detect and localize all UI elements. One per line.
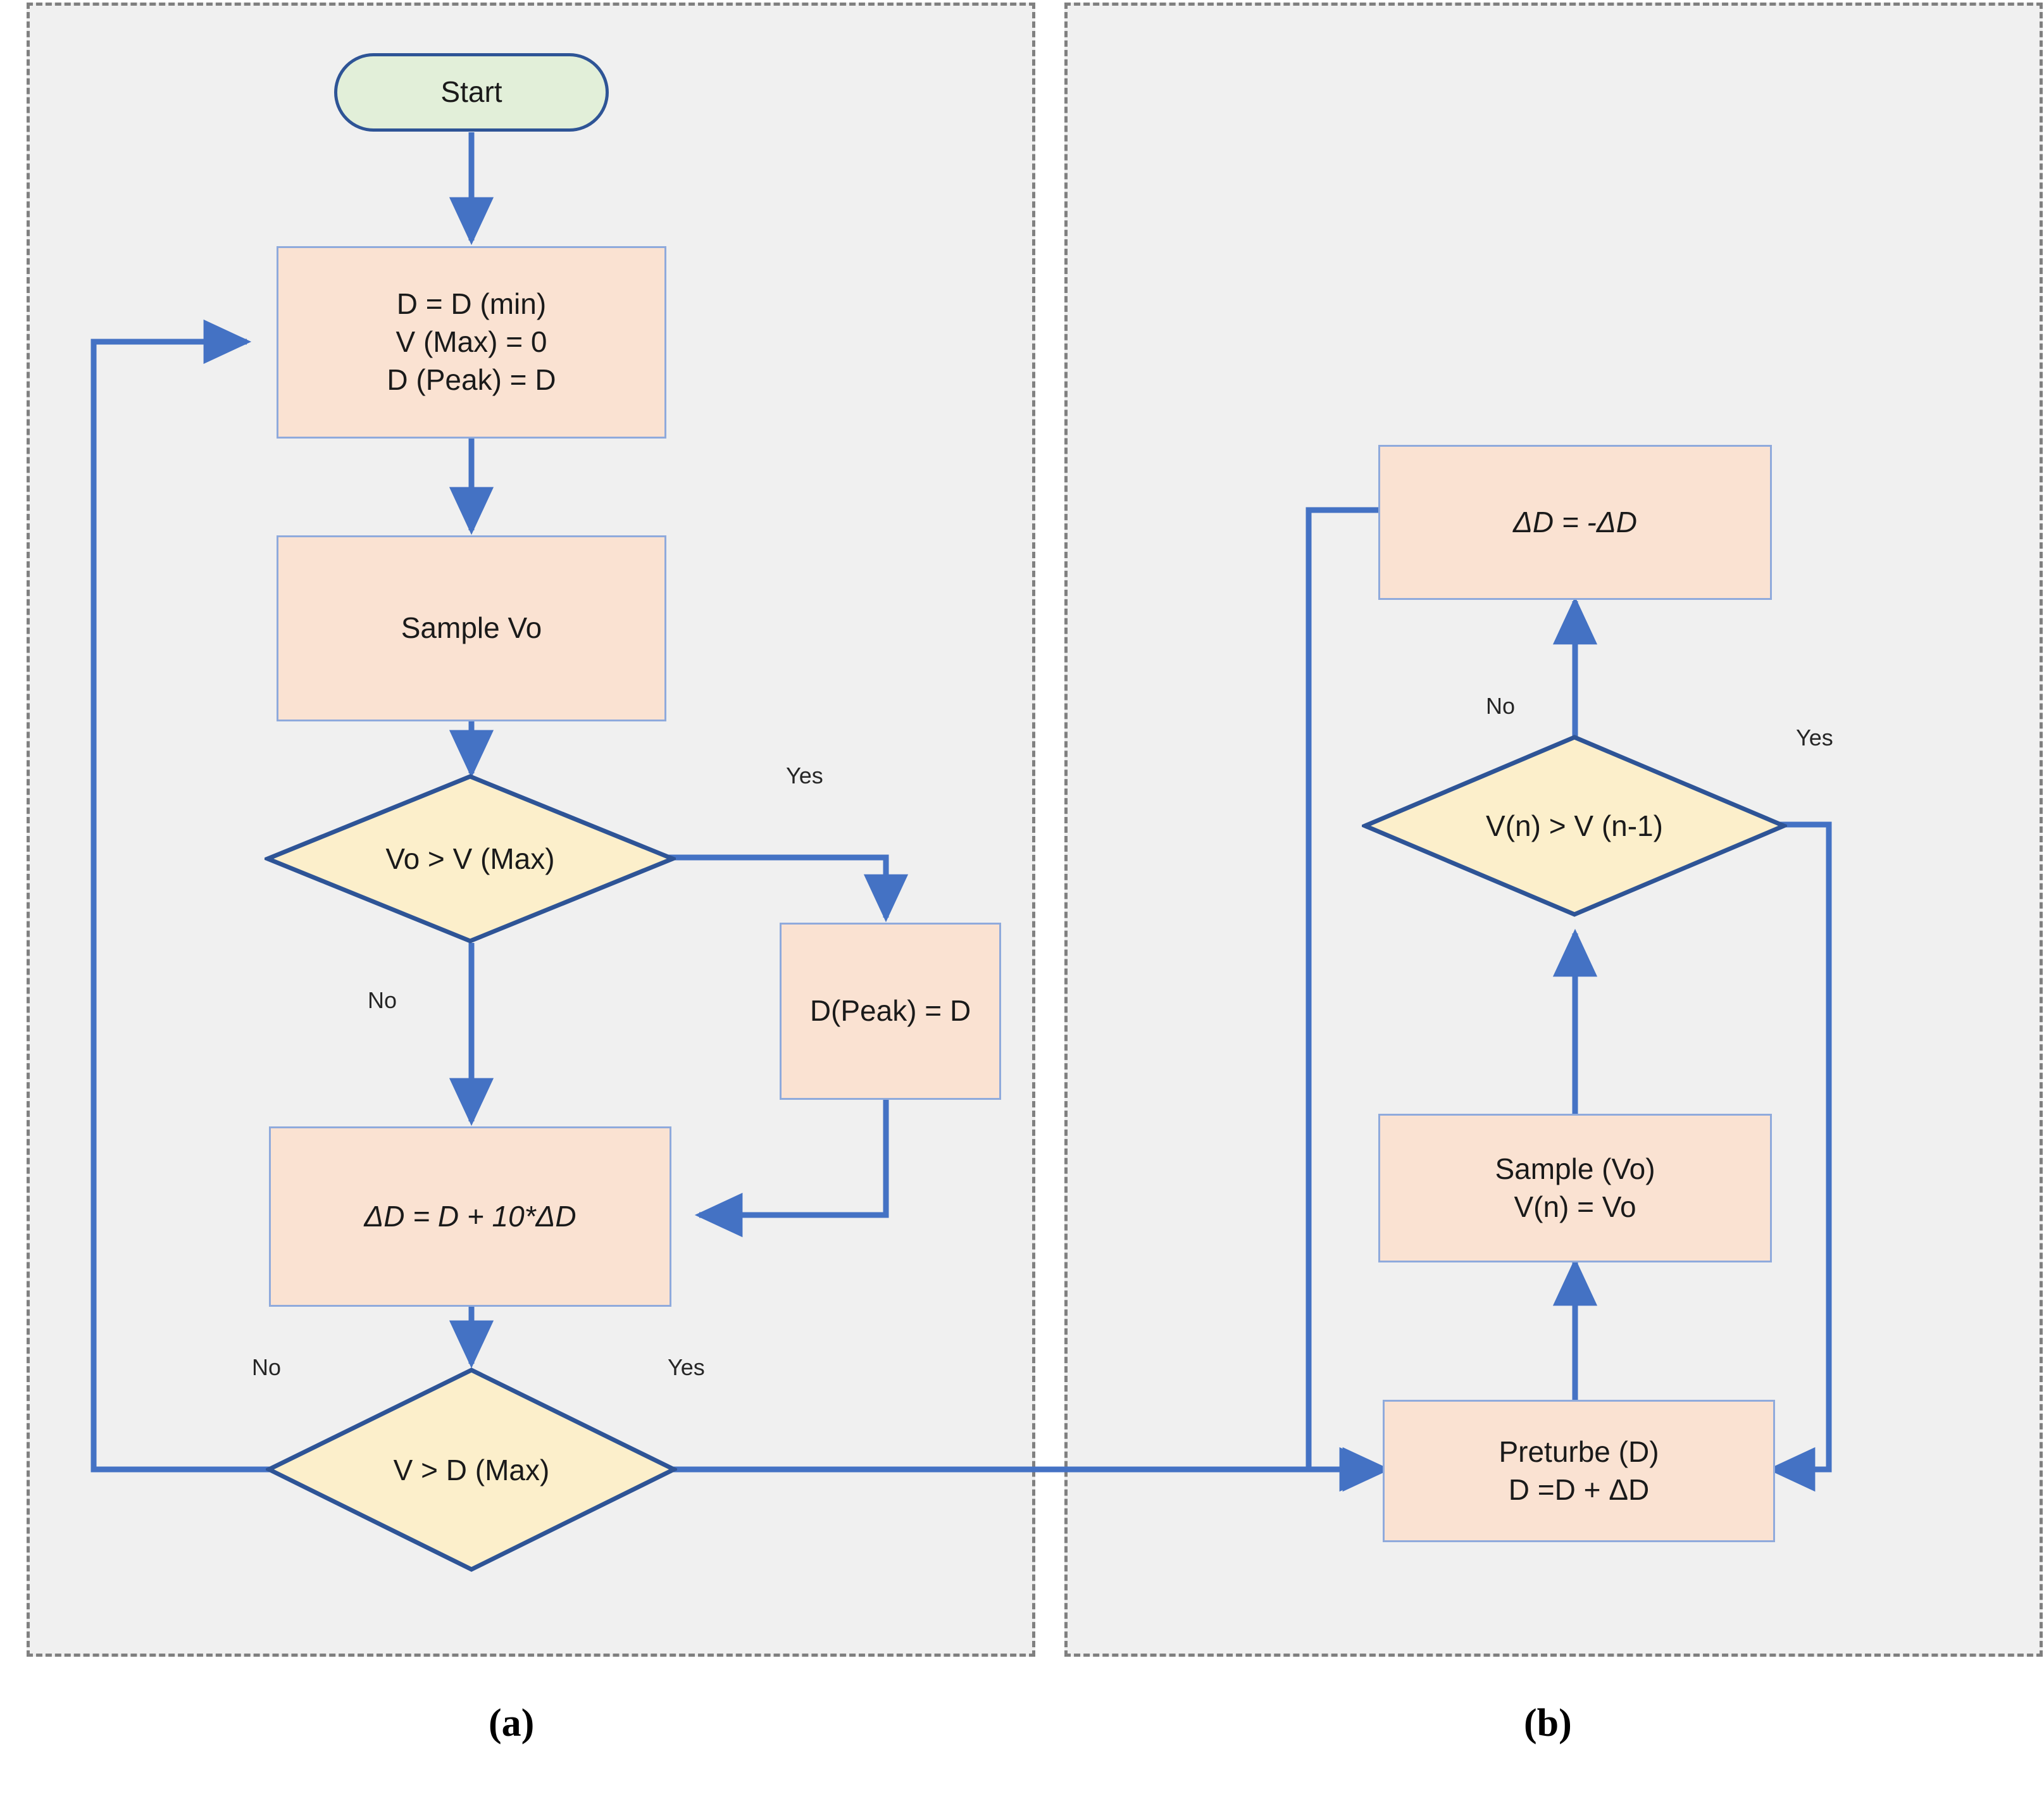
node-delta-update[interactable]: ΔD = D + 10*ΔD <box>269 1126 671 1307</box>
node-decision-vo-gt-vmax[interactable]: Vo > V (Max) <box>265 773 676 944</box>
node-invert-delta[interactable]: ΔD = -ΔD <box>1378 445 1772 600</box>
edge-label-vn-yes: Yes <box>1796 725 1833 751</box>
diamond-shape <box>266 1368 677 1572</box>
caption-panel-b: (b) <box>1524 1702 1572 1745</box>
node-decision-vn-gt-vn1[interactable]: V(n) > V (n-1) <box>1362 734 1787 918</box>
decision-label: Vo > V (Max) <box>385 842 555 875</box>
node-dpeak-assign[interactable]: D(Peak) = D <box>780 923 1001 1100</box>
decision-label: V(n) > V (n-1) <box>1486 809 1663 842</box>
node-sample-vo[interactable]: Sample Vo <box>277 535 666 721</box>
node-perturb-d[interactable]: Preturbe (D) D =D + ΔD <box>1383 1400 1775 1542</box>
diamond-shape <box>265 774 676 944</box>
caption-panel-a: (a) <box>489 1702 535 1745</box>
diamond-shape <box>1362 735 1787 917</box>
node-start[interactable]: Start <box>334 53 609 132</box>
edge-label-vn-no: No <box>1486 693 1516 719</box>
edge-label-vo-yes: Yes <box>786 763 823 788</box>
node-decision-v-gt-dmax[interactable]: V > D (Max) <box>266 1367 677 1573</box>
edge-label-vo-no: No <box>368 987 397 1013</box>
node-init-values[interactable]: D = D (min) V (Max) = 0 D (Peak) = D <box>277 246 666 439</box>
edge-label-v-no: No <box>252 1354 282 1380</box>
decision-label: V > D (Max) <box>393 1453 550 1486</box>
edge-label-v-yes: Yes <box>668 1354 705 1380</box>
node-sample-vo-vn[interactable]: Sample (Vo) V(n) = Vo <box>1378 1114 1772 1262</box>
